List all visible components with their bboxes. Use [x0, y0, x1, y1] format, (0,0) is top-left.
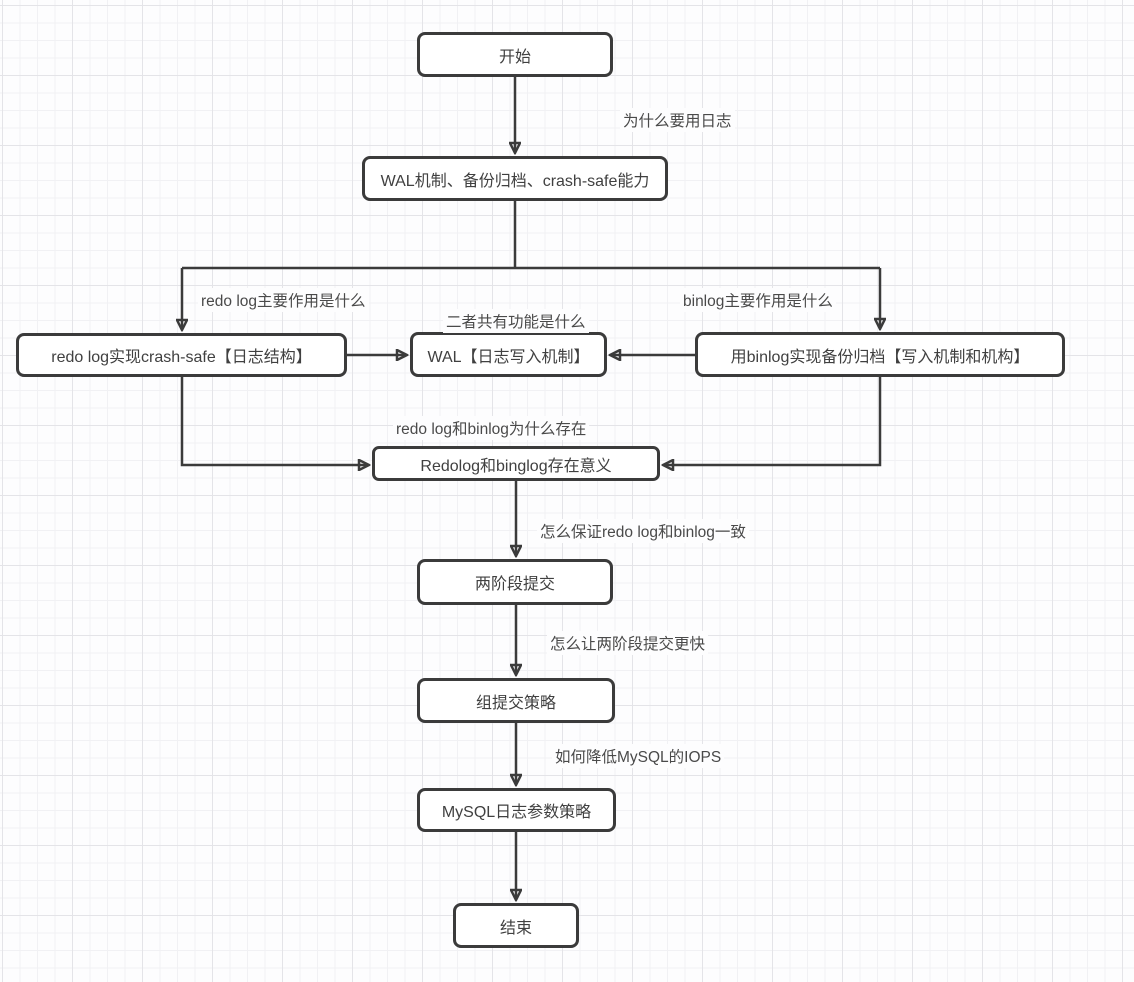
edge-binlog-to-log-existence: [664, 377, 882, 465]
edge-label-why-both-exist: redo log和binlog为什么存在: [393, 416, 590, 440]
node-wal-overview[interactable]: WAL机制、备份归档、crash-safe能力: [362, 156, 668, 201]
node-log-existence-label: Redolog和binglog存在意义: [420, 457, 612, 475]
edge-label-binlog-main-purpose: binlog主要作用是什么: [680, 288, 836, 312]
edge-label-shared-function: 二者共有功能是什么: [443, 309, 589, 333]
node-wal-overview-label: WAL机制、备份归档、crash-safe能力: [380, 172, 650, 190]
node-start[interactable]: 开始: [417, 32, 613, 77]
edge-label-how-speed-up-2pc: 怎么让两阶段提交更快: [547, 631, 709, 655]
node-start-label: 开始: [498, 48, 531, 66]
node-two-phase-commit[interactable]: 两阶段提交: [417, 559, 613, 605]
node-two-phase-commit-label: 两阶段提交: [474, 576, 555, 593]
node-mysql-log-params[interactable]: MySQL日志参数策略: [417, 788, 616, 832]
node-wal-write-mechanism-label: WAL【日志写入机制】: [427, 348, 590, 366]
node-log-existence[interactable]: Redolog和binglog存在意义: [372, 446, 660, 481]
node-mysql-log-params-label: MySQL日志参数策略: [441, 804, 592, 821]
node-end[interactable]: 结束: [453, 903, 579, 948]
edge-redo-log-to-log-existence: [180, 377, 368, 465]
node-binlog-backup[interactable]: 用binlog实现备份归档【写入机制和机构】: [695, 332, 1065, 377]
edge-label-how-reduce-mysql-iops: 如何降低MySQL的IOPS: [552, 744, 725, 768]
node-redo-log-crash-safe-label: redo log实现crash-safe【日志结构】: [51, 349, 312, 366]
edge-label-how-keep-consistent: 怎么保证redo log和binlog一致: [537, 519, 749, 543]
node-redo-log-crash-safe[interactable]: redo log实现crash-safe【日志结构】: [16, 333, 347, 377]
node-binlog-backup-label: 用binlog实现备份归档【写入机制和机构】: [730, 348, 1030, 366]
node-end-label: 结束: [499, 919, 532, 937]
edge-label-redo-log-main-purpose: redo log主要作用是什么: [198, 288, 369, 312]
node-wal-write-mechanism[interactable]: WAL【日志写入机制】: [410, 332, 607, 377]
edge-label-why-use-logs: 为什么要用日志: [620, 108, 735, 132]
node-group-commit[interactable]: 组提交策略: [417, 678, 615, 723]
node-group-commit-label: 组提交策略: [475, 694, 556, 712]
